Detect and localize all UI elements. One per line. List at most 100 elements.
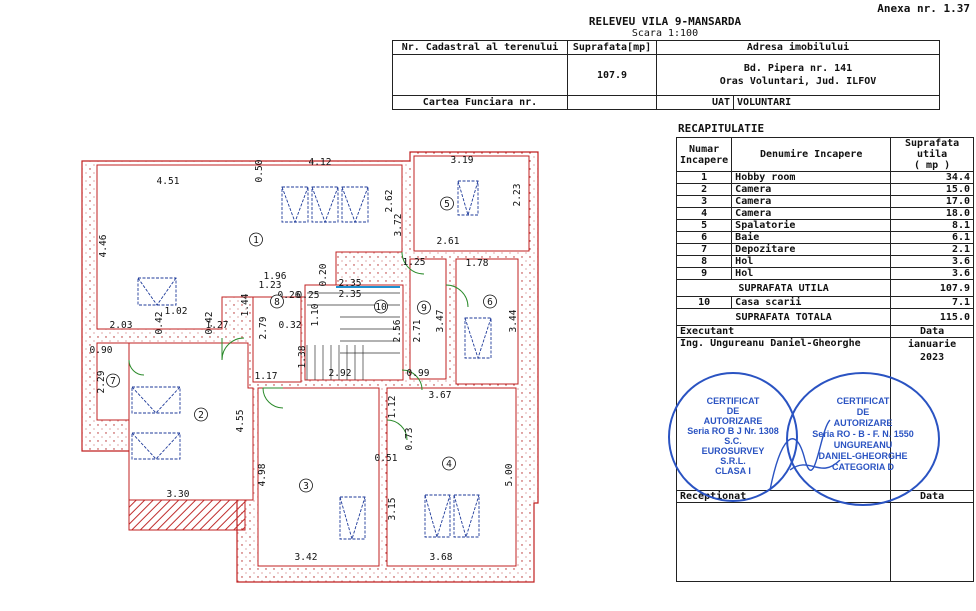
dimension-label: 2.35 <box>339 278 362 289</box>
room-name: Camera <box>731 195 892 208</box>
room-number: 6 <box>675 231 733 244</box>
stair-area: 7.1 <box>890 296 974 309</box>
dimension-label: 3.15 <box>387 498 398 521</box>
total-area-label: SUPRAFATA TOTALA <box>675 308 892 326</box>
dimension-label: 0.26 <box>278 290 301 301</box>
dimension-label: 0.73 <box>404 428 415 451</box>
dimension-label: 2.56 <box>392 319 403 342</box>
room-number: 5 <box>675 219 733 232</box>
date-month: ianuarie <box>908 339 957 350</box>
dimension-label: 2.92 <box>329 368 352 379</box>
dimension-label: 0.51 <box>375 453 398 464</box>
dimension-label: 2.35 <box>339 289 362 300</box>
room-number-label: 3 <box>303 481 309 492</box>
stair-name: Casa scarii <box>731 296 892 309</box>
room-area: 18.0 <box>890 207 974 220</box>
room-number: 9 <box>675 267 733 280</box>
dimension-label: 0.50 <box>254 159 265 182</box>
balcony-hatch <box>128 499 246 531</box>
dimension-label: 4.51 <box>157 176 180 187</box>
dimension-label: 2.23 <box>512 184 523 207</box>
dimension-label: 1.02 <box>165 306 188 317</box>
dimension-label: 0.90 <box>90 345 113 356</box>
room-name: Camera <box>731 207 892 220</box>
area-value: 107.9 <box>567 54 657 96</box>
room-number-label: 4 <box>446 459 452 470</box>
room-name: Camera <box>731 183 892 196</box>
document-title: RELEVEU VILA 9-MANSARDA <box>588 15 742 28</box>
address-line-2: Oras Voluntari, Jud. ILFOV <box>719 76 877 87</box>
dimension-label: 1.12 <box>387 396 398 419</box>
stamp-text: AUTORIZARE <box>833 418 893 428</box>
room-number-circle <box>440 196 454 211</box>
dimension-label: 3.67 <box>429 390 452 401</box>
room-name: Spalatorie <box>731 219 892 232</box>
dimension-label: 0.20 <box>318 263 329 286</box>
room-name: Depozitare <box>731 243 892 256</box>
scale-label: Scara 1:100 <box>631 28 699 39</box>
dimension-label: 3.72 <box>393 214 404 237</box>
stamp-text: Seria RO - B - F. N. 1550 <box>812 429 914 439</box>
recap-table: Numar Incapere Denumire Incapere Suprafa… <box>675 137 974 582</box>
room-number: 3 <box>675 195 733 208</box>
room-area: 3.6 <box>890 267 974 280</box>
stamp-text: DANIEL-GHEORGHE <box>818 451 908 461</box>
stamp-text: EUROSURVEY <box>701 446 765 456</box>
room-area: 34.4 <box>890 171 974 184</box>
uat-label: UAT <box>656 95 734 110</box>
recap-title: RECAPITULATIE <box>678 122 765 135</box>
dimension-label: 3.68 <box>430 552 453 563</box>
recap-name-header: Denumire Incapere <box>731 137 892 172</box>
dimension-label: 1.23 <box>259 280 282 291</box>
room-8-area <box>252 296 302 383</box>
useful-area-value: 107.9 <box>890 279 974 297</box>
dimension-label: 0.42 <box>154 312 165 335</box>
stamp-text: AUTORIZARE <box>703 416 763 426</box>
room-number-label: 1 <box>253 235 259 246</box>
annex-number: Anexa nr. 1.37 <box>877 2 970 15</box>
dimension-label: 1.96 <box>264 271 287 282</box>
room-number-circle <box>194 407 208 422</box>
room-number: 1 <box>675 171 733 184</box>
dimension-label: 1.44 <box>240 293 251 316</box>
room-number-circle <box>106 373 120 388</box>
property-info-table: Nr. Cadastral al terenului Suprafata[mp]… <box>392 40 940 110</box>
room-4-area <box>386 387 517 567</box>
room-number-circle <box>299 478 313 493</box>
room-number-circle <box>417 300 431 315</box>
room-number: 7 <box>675 243 733 256</box>
dimension-label: 3.44 <box>508 309 519 332</box>
dimension-label: 0.25 <box>297 290 320 301</box>
room-area: 2.1 <box>890 243 974 256</box>
room-name: Hol <box>731 255 892 268</box>
area-header-line1: Suprafata utila <box>904 138 960 160</box>
room-10-stairs <box>304 284 404 381</box>
stamp-text: CATEGORIA D <box>832 462 894 472</box>
dimension-label: 3.42 <box>295 552 318 563</box>
carte-funciara-label: Cartea Funciara nr. <box>392 95 568 110</box>
room-number-circle <box>270 294 284 309</box>
stamp-text: S.C. <box>724 436 742 446</box>
stamp-text: CERTIFICAT <box>836 396 890 406</box>
dimension-label: 0.42 <box>204 312 215 335</box>
stamp-text: CLASA I <box>715 466 751 476</box>
stamp-text: S.R.L. <box>720 456 746 466</box>
room-name: Hobby room <box>731 171 892 184</box>
dimension-label: 4.55 <box>235 410 246 433</box>
address-line-1: Bd. Pipera nr. 141 <box>743 63 853 74</box>
dimension-label: 2.03 <box>110 320 133 331</box>
room-area: 17.0 <box>890 195 974 208</box>
carte-funciara-value <box>567 95 657 110</box>
stamp-text: DE <box>726 406 740 416</box>
dimension-label: 5.00 <box>504 463 515 486</box>
address-header: Adresa imobilului <box>656 40 940 55</box>
receptionat-cell <box>675 502 892 582</box>
recap-area-header: Suprafata utila ( mp ) <box>890 137 974 172</box>
executant-name: Ing. Ungureanu Daniel-Gheorghe <box>680 338 861 349</box>
